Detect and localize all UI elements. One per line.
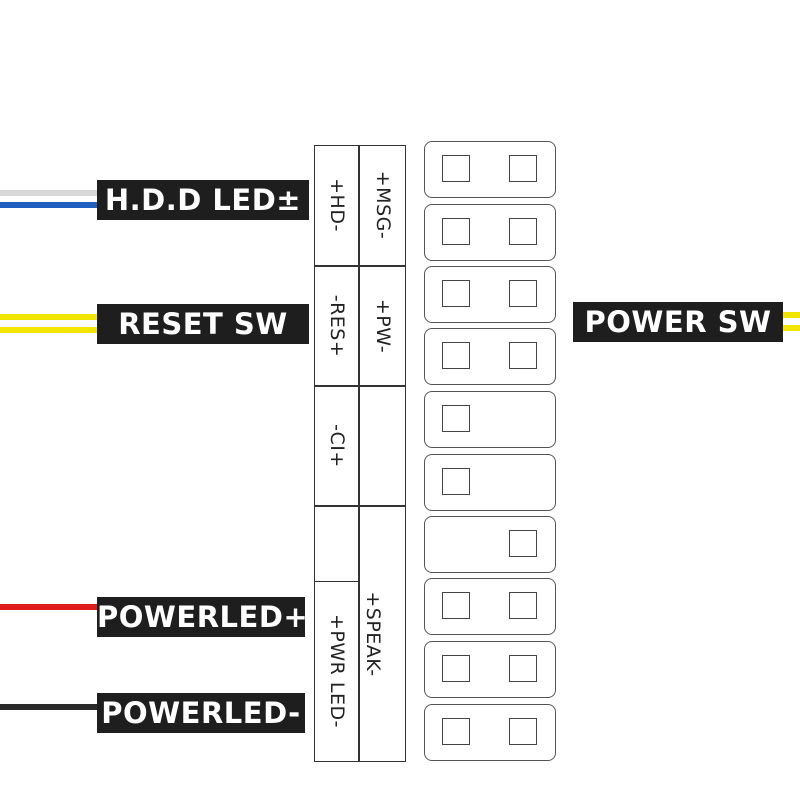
pin-left [442, 155, 470, 182]
pin-left [442, 718, 470, 745]
pin-block-pw [359, 266, 406, 386]
pin-right [509, 155, 537, 182]
pin-block-res [314, 266, 359, 386]
pin-left [442, 592, 470, 619]
pin-block-blank [359, 386, 406, 506]
powerled-neg-label: POWERLED- [97, 693, 305, 733]
pin-block-speak [359, 506, 406, 762]
pin-row-5 [424, 391, 556, 448]
pin-block-empty [314, 506, 359, 581]
pin-block-pwr-led [314, 581, 359, 762]
pin-label-pwr-led: +PWR LED- [326, 614, 348, 728]
pin-row-10 [424, 704, 556, 761]
pin-label-speak: +SPEAK- [362, 591, 384, 677]
pin-label-hd: +HD- [326, 178, 348, 232]
pin-block-ci [314, 386, 359, 506]
pin-row-1 [424, 141, 556, 198]
pin-row-3 [424, 266, 556, 323]
pin-label-msg: +MSG- [372, 170, 394, 240]
pin-right [509, 655, 537, 682]
pin-right [509, 280, 537, 307]
powerled-pos-label: POWERLED+ [97, 597, 308, 637]
pin-left [442, 468, 470, 495]
pin-label-ci: -CI+ [326, 424, 348, 468]
pin-row-9 [424, 641, 556, 698]
hdd-led-label: H.D.D LED± [97, 180, 309, 220]
pin-right [509, 530, 537, 557]
pin-row-4 [424, 328, 556, 385]
power-sw-label: POWER SW [573, 302, 783, 342]
pin-row-8 [424, 578, 556, 635]
reset-sw-label: RESET SW [97, 304, 309, 344]
pin-left [442, 655, 470, 682]
pin-row-6 [424, 454, 556, 511]
pin-block-hd [314, 145, 359, 266]
pin-right [509, 718, 537, 745]
pin-left [442, 342, 470, 369]
pin-right [509, 592, 537, 619]
pin-label-res: -RES+ [326, 294, 348, 358]
pin-row-2 [424, 204, 556, 261]
pin-block-msg [359, 145, 406, 266]
pin-right [509, 342, 537, 369]
pin-right [509, 218, 537, 245]
pin-left [442, 280, 470, 307]
pin-left [442, 405, 470, 432]
pin-label-pw: +PW- [372, 298, 394, 354]
pin-row-7 [424, 516, 556, 573]
pin-left [442, 218, 470, 245]
